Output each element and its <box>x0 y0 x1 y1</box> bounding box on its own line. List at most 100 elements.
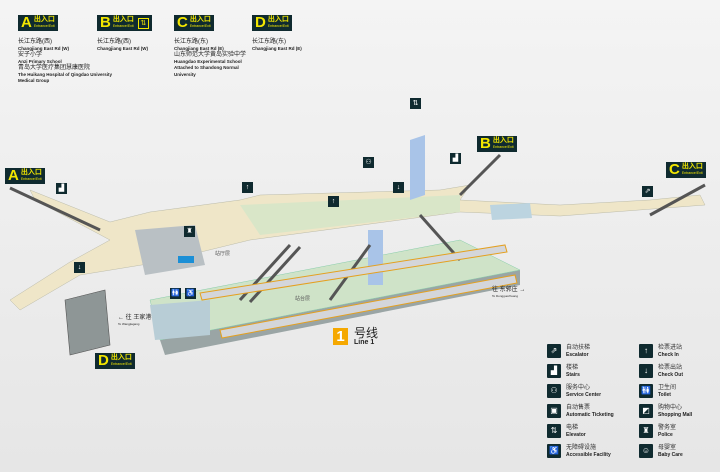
exit-cn: 出入口 <box>267 16 289 23</box>
service-center-icon: ⚇ <box>547 384 561 398</box>
exit-c-info: 长江东路(东)Changjiang East Rd (E) 山东师范大学黄岛实验… <box>174 39 250 78</box>
stairs-icon: ▟ <box>56 183 67 194</box>
police-icon: ♜ <box>184 226 195 237</box>
legend-en: Service Center <box>566 391 602 398</box>
check-in-icon: ↑ <box>639 344 653 358</box>
exit-cn: 出入口 <box>112 16 134 23</box>
elevator-icon: ⇅ <box>137 17 149 29</box>
info-en: Changjiang East Rd (E) <box>174 45 224 51</box>
exit-en: Entrance/Exit <box>189 24 211 28</box>
exit-en: Entrance/Exit <box>267 24 289 28</box>
legend-en: Automatic Ticketing <box>566 411 614 418</box>
exit-cn: 出入口 <box>492 137 514 144</box>
exit-cn: 出入口 <box>20 169 42 176</box>
exit-d-info: 长江东路(东)Changjiang East Rd (E) <box>252 39 327 52</box>
ticketing-icon: ▣ <box>547 404 561 418</box>
concourse-floor <box>9 184 706 311</box>
exit-en: Entrance/Exit <box>110 362 132 366</box>
exit-letter: C <box>177 14 188 31</box>
check-out-icon: ↓ <box>639 364 653 378</box>
elevator-landing <box>178 256 194 263</box>
exit-letter: C <box>669 161 680 178</box>
elevator-shaft-lower <box>368 230 383 285</box>
shopping-icon: ◩ <box>639 404 653 418</box>
legend-cn: 自动售票 <box>566 404 591 411</box>
exit-letter: A <box>21 14 32 31</box>
info-en: Changjiang East Rd (W) <box>97 45 148 51</box>
legend-cn: 服务中心 <box>566 384 591 391</box>
check-in-icon: ↑ <box>242 182 253 193</box>
legend-en: Escalator <box>566 351 589 358</box>
legend-cn: 无障碍设施 <box>566 444 597 451</box>
elevator-shaft <box>410 135 425 200</box>
stairs-icon: ▟ <box>450 153 461 164</box>
direction-right: 往 东郭庄 →To Dongguozhuang <box>492 287 526 298</box>
direction-right-en: To Dongguozhuang <box>492 294 519 298</box>
legend-en: Check Out <box>658 371 684 378</box>
exit-en: Entrance/Exit <box>20 177 42 181</box>
legend-cn: 楼梯 <box>566 364 579 371</box>
concourse-label: 站厅层 <box>215 251 231 257</box>
legend-en: Check In <box>658 351 679 358</box>
toilet-icon: 🚻 <box>170 288 181 299</box>
legend-cn: 警务室 <box>658 424 677 431</box>
line-number: 1 <box>333 328 348 345</box>
legend-cn: 母婴室 <box>658 444 677 451</box>
line-en: Line 1 <box>354 339 375 346</box>
exit-cn: 出入口 <box>110 354 132 361</box>
legend-cn: 检票进站 <box>658 344 683 351</box>
info-en: Changjiang East Rd (W) <box>18 45 69 51</box>
info-en: Huangdao Experimental School Attached to… <box>174 58 242 77</box>
exit-cn: 出入口 <box>681 163 703 170</box>
concourse-paid-area <box>240 195 460 235</box>
info-cn: 安子小学 <box>18 52 43 58</box>
legend-cn: 自动扶梯 <box>566 344 591 351</box>
exit-en: Entrance/Exit <box>112 24 134 28</box>
toilet-icon: 🚻 <box>639 384 653 398</box>
info-cn: 长江东路(西) <box>97 39 131 45</box>
exit-letter: D <box>98 352 109 369</box>
platform-label: 站台层 <box>295 296 311 302</box>
elevator-icon: ⇅ <box>410 98 421 109</box>
accessible-icon: ♿ <box>547 444 561 458</box>
legend-cn: 卫生间 <box>658 384 677 391</box>
exit-letter: B <box>100 14 111 31</box>
direction-left-en: To Wangjiagang <box>118 322 140 326</box>
exit-cn: 出入口 <box>189 16 211 23</box>
legend-cn: 电梯 <box>566 424 579 431</box>
direction-left-cn: 往 王家港 <box>125 315 152 321</box>
legend-en: Toilet <box>658 391 671 398</box>
legend-en: Elevator <box>566 431 586 438</box>
escalator-icon: ⇗ <box>642 186 653 197</box>
info-en: Anzi Primary School <box>18 58 62 64</box>
info-cn: 山东师范大学黄岛实验中学 <box>174 52 247 58</box>
escalators <box>9 153 706 304</box>
baby-care-icon: ☺ <box>639 444 653 458</box>
info-en: The Huikang Hospital of Qingdao Universi… <box>18 71 113 84</box>
exit-letter: D <box>255 14 266 31</box>
exit-letter: B <box>480 135 491 152</box>
police-icon: ♜ <box>639 424 653 438</box>
service-center-icon: ⚇ <box>363 157 374 168</box>
line-cn: 号线 <box>354 326 379 340</box>
trains <box>199 244 518 339</box>
info-cn: 长江东路(东) <box>252 39 286 45</box>
